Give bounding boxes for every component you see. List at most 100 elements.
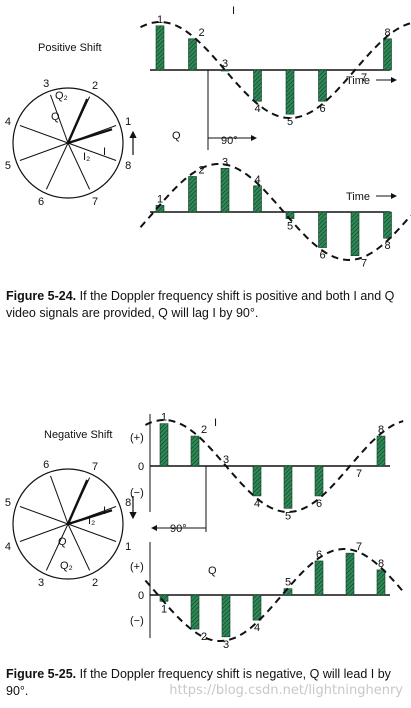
sample-label-7: 7 bbox=[356, 541, 362, 553]
caption-text: If the Doppler frequency shift is positi… bbox=[6, 289, 395, 320]
sample-label-2: 2 bbox=[201, 424, 207, 436]
phasor-q2-label: Q₂ bbox=[55, 90, 68, 102]
spoke-6 bbox=[50, 475, 69, 525]
sample-bar-2 bbox=[190, 435, 200, 467]
i-samples bbox=[155, 25, 392, 115]
phasor-spokes bbox=[19, 94, 117, 190]
spoke-5 bbox=[19, 506, 69, 525]
sample-label-1: 1 bbox=[157, 14, 163, 26]
phasor-i-arrow bbox=[67, 509, 113, 526]
i-plus-label: (+) bbox=[130, 432, 144, 444]
circle-label-7: 7 bbox=[92, 196, 98, 208]
phasor-i-label: I bbox=[103, 146, 106, 158]
circle-label-3: 3 bbox=[38, 577, 44, 589]
sample-label-8: 8 bbox=[378, 424, 384, 436]
circle-label-1: 1 bbox=[125, 116, 131, 128]
sample-label-2: 2 bbox=[199, 164, 205, 176]
circle-label-6: 6 bbox=[38, 196, 44, 208]
circle-label-7: 7 bbox=[92, 461, 98, 473]
spoke-2 bbox=[67, 523, 91, 571]
watermark: https://blog.csdn.net/lightninghenry bbox=[169, 683, 403, 698]
sample-label-5: 5 bbox=[285, 510, 291, 522]
spoke-5 bbox=[19, 142, 69, 161]
circle-label-3: 3 bbox=[43, 78, 49, 90]
sample-label-4: 4 bbox=[255, 103, 261, 115]
circle-label-1: 1 bbox=[125, 541, 131, 553]
sample-label-8: 8 bbox=[385, 240, 391, 252]
q-minus-label: (−) bbox=[130, 615, 144, 627]
spoke-4 bbox=[19, 523, 69, 542]
sample-bar-3 bbox=[221, 594, 231, 638]
panel-title: Positive Shift bbox=[38, 42, 102, 54]
sample-label-2: 2 bbox=[201, 631, 207, 643]
phasor-q-arrow bbox=[66, 98, 89, 144]
q-waveform bbox=[144, 548, 404, 642]
i-minus-label: (−) bbox=[130, 487, 144, 499]
sample-label-3: 3 bbox=[222, 156, 228, 168]
q-plus-label: (+) bbox=[130, 561, 144, 573]
q-channel-label: Q bbox=[208, 565, 217, 577]
sample-label-1: 1 bbox=[161, 412, 167, 424]
circle-label-2: 2 bbox=[92, 80, 98, 92]
panel-title: Negative Shift bbox=[44, 429, 112, 441]
sample-label-4: 4 bbox=[254, 498, 260, 510]
circle-label-2: 2 bbox=[92, 577, 98, 589]
phasor-i-label: I bbox=[103, 505, 106, 517]
phasor-circle bbox=[12, 468, 124, 580]
time-label-2: Time bbox=[346, 191, 370, 203]
circle-label-5: 5 bbox=[5, 497, 11, 509]
sample-label-6: 6 bbox=[316, 498, 322, 510]
sample-label-5: 5 bbox=[285, 577, 291, 589]
sample-label-5: 5 bbox=[287, 221, 293, 233]
sample-bar-6 bbox=[314, 560, 324, 596]
sample-label-2: 2 bbox=[199, 27, 205, 39]
sample-label-8: 8 bbox=[378, 558, 384, 570]
circle-label-4: 4 bbox=[5, 541, 11, 553]
phasor-q-label: Q bbox=[58, 536, 67, 548]
caption-figure-number: Figure 5-24. bbox=[6, 289, 77, 303]
sample-bar-4 bbox=[252, 594, 262, 621]
circle-label-5: 5 bbox=[5, 160, 11, 172]
sample-bar-2 bbox=[188, 38, 197, 71]
i-samples bbox=[159, 423, 386, 509]
sample-bar-6 bbox=[318, 69, 327, 102]
q-samples bbox=[155, 168, 392, 256]
i-waveform bbox=[140, 20, 411, 120]
sample-bar-3 bbox=[220, 69, 230, 72]
circle-label-8: 8 bbox=[125, 160, 131, 172]
sample-label-8: 8 bbox=[385, 27, 391, 39]
q-samples bbox=[159, 552, 386, 638]
phase-label: 90° bbox=[221, 135, 238, 147]
q-waveform bbox=[139, 163, 411, 262]
sample-bar-5 bbox=[283, 465, 293, 509]
phasor-i2-label: I₂ bbox=[88, 515, 95, 527]
sample-label-6: 6 bbox=[316, 549, 322, 561]
sample-bar-8 bbox=[376, 569, 386, 596]
sample-bar-8 bbox=[383, 38, 392, 71]
spoke-1 bbox=[67, 523, 117, 542]
i-channel-label: I bbox=[232, 5, 235, 17]
sample-bar-8 bbox=[383, 211, 392, 239]
spoke-3 bbox=[50, 94, 69, 144]
sample-label-3: 3 bbox=[222, 58, 228, 70]
sample-bar-8 bbox=[376, 435, 386, 467]
phasor-spokes bbox=[19, 475, 117, 571]
spoke-6 bbox=[45, 142, 69, 190]
phase-label: 90° bbox=[170, 523, 187, 535]
sample-label-1: 1 bbox=[157, 193, 163, 205]
phasor-circle bbox=[12, 87, 124, 199]
q-zero-label: 0 bbox=[138, 590, 144, 602]
sample-bar-6 bbox=[318, 211, 327, 248]
phasor-q-label: Q bbox=[51, 111, 60, 123]
sample-label-4: 4 bbox=[255, 174, 261, 186]
sample-bar-2 bbox=[190, 594, 200, 630]
q-channel-label: Q bbox=[172, 130, 181, 142]
